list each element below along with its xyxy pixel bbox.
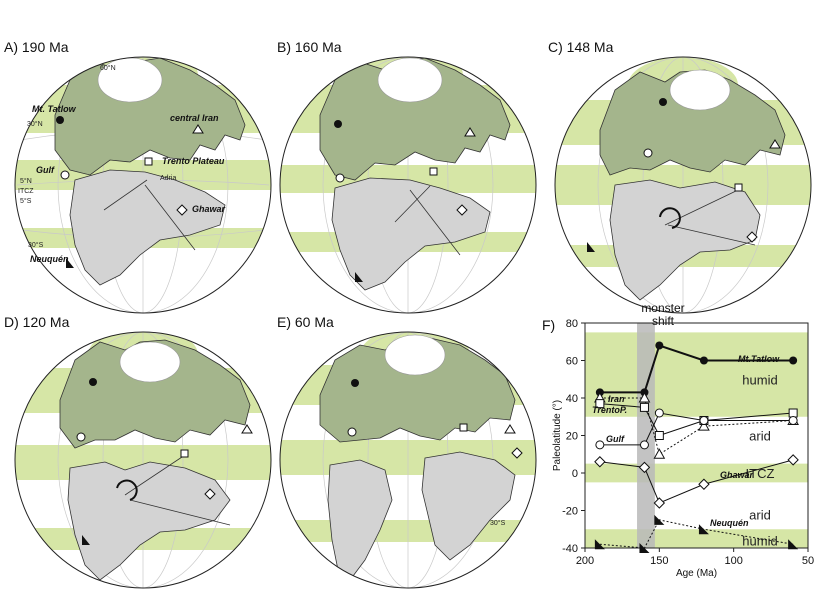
y-tick-label: 0: [572, 468, 578, 480]
series-line-1: [599, 397, 794, 456]
label-ghawar: Ghawar: [192, 204, 226, 214]
x-axis-label: Age (Ma): [676, 568, 717, 579]
globe-panel-e: E) 60 Ma 30°S: [277, 314, 537, 589]
label-mt-tatlow: Mt. Tatlow: [32, 104, 77, 114]
panel-label-a: A) 190 Ma: [4, 39, 69, 55]
globe-panel-c: C) 148 Ma: [548, 39, 812, 314]
x-tick-label: 200: [576, 555, 594, 567]
data-point-5-3: [698, 524, 709, 535]
label-lat-30s-e: 30°S: [490, 519, 506, 527]
y-tick-label: -20: [562, 506, 578, 518]
data-point-3-2: [654, 408, 664, 418]
label-lat-60n: 60°N: [100, 64, 116, 72]
label-adria: Adria: [160, 175, 176, 182]
series-label-1: Iran: [608, 394, 625, 404]
series-label-0: Mt.Tatlow: [738, 354, 780, 364]
data-point-5-1: [639, 543, 650, 553]
zone-label-2: ITCZ: [746, 466, 775, 481]
data-point-3-3: [699, 416, 709, 425]
zone-band-0: [585, 332, 808, 417]
y-tick-label: 60: [566, 356, 578, 368]
data-point-2-0: [595, 399, 605, 409]
label-lat-5n: 5°N: [20, 177, 32, 185]
site-marker-gulf: [60, 170, 70, 180]
data-point-4-2: [653, 497, 666, 509]
zone-label-3: arid: [749, 507, 771, 522]
panel-label-b: B) 160 Ma: [277, 39, 342, 55]
series-label-5: Neuquén: [710, 518, 749, 528]
panel-label-e: E) 60 Ma: [277, 314, 334, 330]
monster-shift-bar: [637, 323, 655, 548]
label-central-iran: central Iran: [170, 113, 219, 123]
data-point-0-4: [789, 356, 798, 365]
data-point-5-0: [594, 539, 605, 550]
rotation-arrow-icon: [659, 207, 681, 229]
y-tick-label: 80: [566, 318, 578, 330]
site-marker-ghawar: [176, 204, 188, 216]
series-label-2: TrentoP.: [592, 405, 627, 415]
data-point-1-1: [638, 391, 651, 403]
data-point-2-4: [788, 408, 798, 418]
data-point-2-2: [654, 431, 664, 440]
site-marker-mt-tatlow: [56, 116, 64, 124]
data-point-4-0: [594, 456, 606, 468]
site-marker-central-iran: [192, 124, 204, 134]
globe-panel-a: A) 190 Ma Mt. Tatlow central Iran: [4, 39, 272, 314]
y-tick-label: 40: [566, 393, 578, 405]
rotation-arrow-icon-d: [116, 479, 138, 501]
series-label-3: Gulf: [606, 434, 625, 444]
gondwana-landmass: [69, 169, 226, 286]
data-point-3-4: [788, 416, 798, 425]
data-point-3-1: [639, 440, 649, 450]
site-marker-neuquen: [66, 258, 74, 268]
data-point-0-3: [699, 356, 708, 365]
x-tick-label: 100: [724, 555, 742, 567]
x-tick-label: 50: [802, 555, 814, 567]
data-point-1-2: [653, 448, 666, 459]
data-point-4-1: [638, 461, 651, 474]
zone-label-4: humid: [742, 534, 777, 549]
data-point-4-4: [787, 454, 799, 466]
panel-label-d: D) 120 Ma: [4, 314, 70, 330]
label-trento-plateau: Trento Plateau: [162, 156, 225, 166]
label-neuquen: Neuquén: [30, 254, 69, 264]
globe-panel-b: B) 160 Ma: [277, 39, 537, 314]
zone-label-1: arid: [749, 429, 771, 444]
series-label-4: Ghawar: [720, 470, 754, 480]
x-tick-label: 150: [650, 555, 668, 567]
y-axis-label: Paleolatitude (°): [552, 400, 563, 471]
data-point-5-4: [788, 539, 799, 550]
data-point-3-0: [595, 440, 605, 450]
panel-label-f: F): [542, 317, 555, 333]
label-lat-30s: 30°S: [28, 241, 44, 249]
zone-label-0: humid: [742, 372, 777, 387]
data-point-4-3: [698, 478, 710, 490]
y-tick-label: 20: [566, 431, 578, 443]
panel-label-c: C) 148 Ma: [548, 39, 614, 55]
site-marker-trento: [144, 157, 153, 166]
data-point-0-2: [655, 341, 664, 350]
globe-panel-d: D) 120 Ma: [4, 314, 272, 589]
label-itcz: ITCZ: [18, 188, 34, 195]
label-gulf: Gulf: [36, 165, 55, 175]
data-point-5-2: [654, 514, 665, 525]
data-point-2-1: [639, 402, 649, 412]
data-point-1-3: [698, 420, 710, 431]
y-tick-label: -40: [562, 543, 578, 555]
label-lat-30n: 30°N: [27, 120, 43, 128]
label-lat-5s: 5°S: [20, 197, 32, 205]
zone-band-2: [585, 463, 808, 483]
